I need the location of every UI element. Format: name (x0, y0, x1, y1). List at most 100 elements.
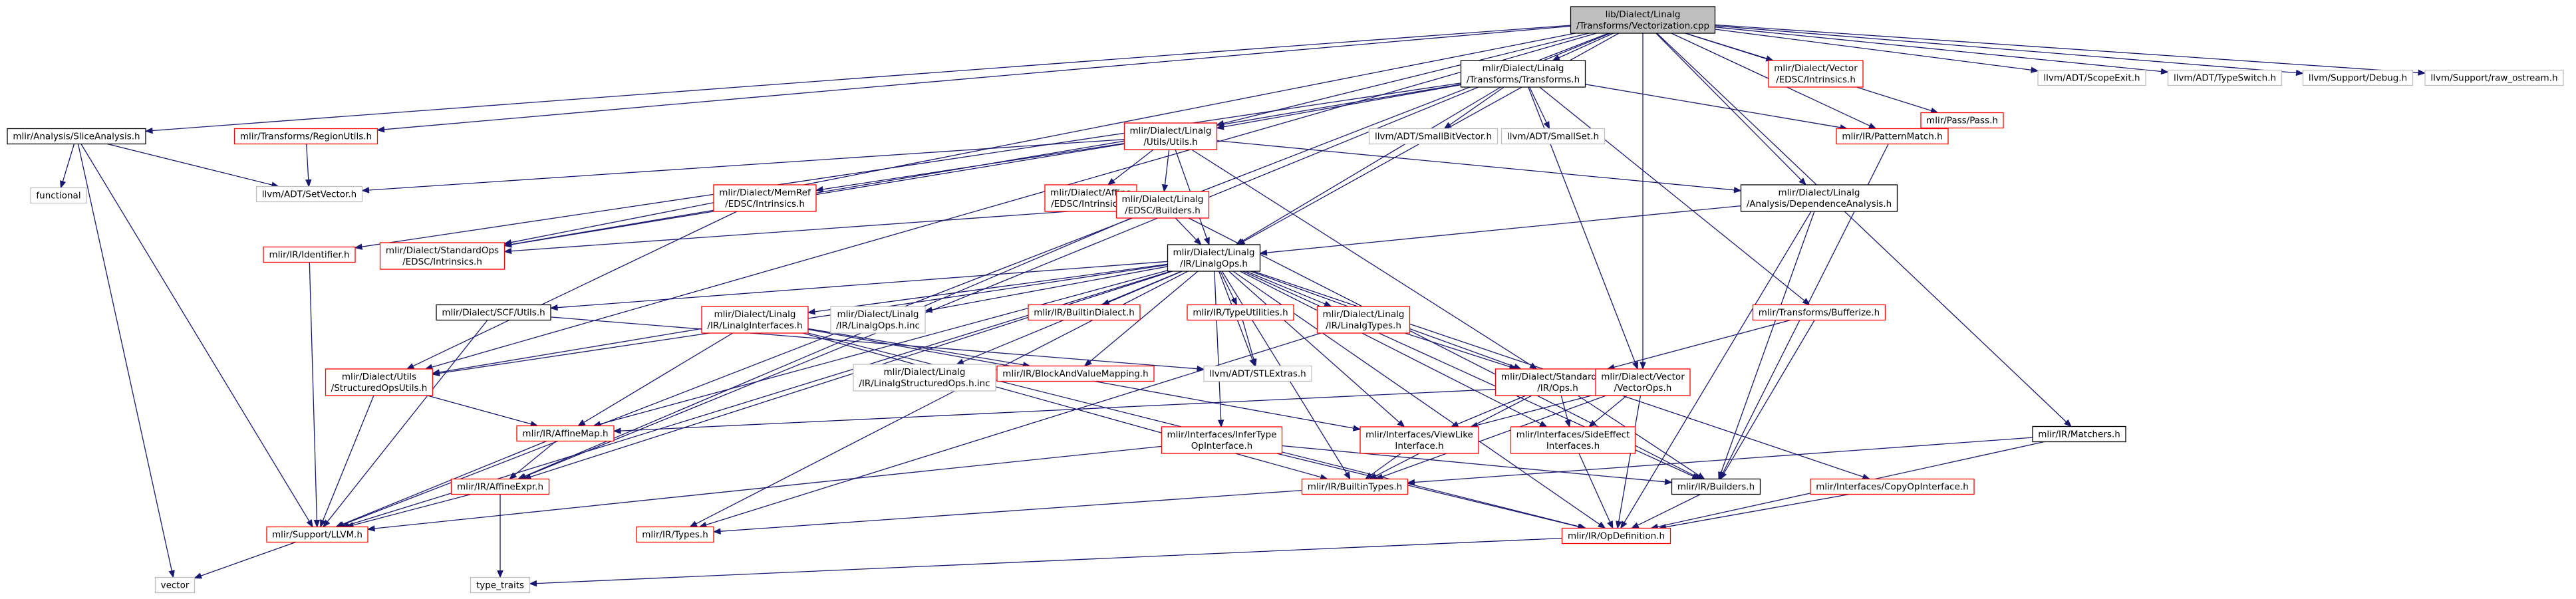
node-vecedsc[interactable]: mlir/Dialect/Vector/EDSC/Intrinsics.h (1768, 60, 1864, 88)
arrowhead (354, 243, 363, 250)
node-box (1740, 184, 1898, 212)
node-irtypes[interactable]: mlir/IR/Types.h (636, 526, 714, 543)
arrowhead (807, 308, 815, 315)
node-opdefinition[interactable]: mlir/IR/OpDefinition.h (1561, 527, 1671, 544)
node-label: /EDSC/Intrinsics.h (725, 199, 805, 209)
node-stdedsc[interactable]: mlir/Dialect/StandardOps/EDSC/Intrinsics… (379, 242, 505, 270)
node-bufferize[interactable]: mlir/Transforms/Bufferize.h (1752, 304, 1886, 321)
node-box (1460, 60, 1586, 88)
node-vectorops[interactable]: mlir/Dialect/Vector/VectorOps.h (1595, 368, 1691, 396)
node-builtintypes[interactable]: mlir/IR/BuiltinTypes.h (1301, 478, 1409, 495)
arrowhead (313, 519, 321, 528)
node-llvmsupport[interactable]: mlir/Support/LLVM.h (266, 526, 368, 543)
node-affinemap[interactable]: mlir/IR/AffineMap.h (516, 425, 615, 442)
node-identifier[interactable]: mlir/IR/Identifier.h (263, 246, 356, 263)
node-box (470, 576, 531, 594)
arrowhead (406, 363, 415, 370)
edge-linalgops-to-scfutils (549, 261, 1168, 311)
node-structuredopsutils[interactable]: mlir/Dialect/Utils/StructuredOpsUtils.h (325, 368, 434, 396)
edge-depanalysis-to-linalgops (1259, 205, 1741, 256)
node-linalgtypes[interactable]: mlir/Dialect/Linalg/IR/LinalgTypes.h (1316, 306, 1411, 334)
node-utils[interactable]: mlir/Dialect/Linalg/Utils/Utils.h (1123, 122, 1218, 150)
node-regionutils[interactable]: mlir/Transforms/RegionUtils.h (233, 128, 378, 145)
node-patternmatch[interactable]: mlir/IR/PatternMatch.h (1836, 128, 1949, 145)
node-pass[interactable]: mlir/Pass/Pass.h (1920, 112, 2004, 129)
node-builtindialect[interactable]: mlir/IR/BuiltinDialect.h (1028, 304, 1141, 321)
node-box (2032, 425, 2126, 443)
edge-infertype-to-irbuilders (1282, 445, 1673, 485)
arrowhead (2031, 66, 2039, 73)
node-box (1301, 478, 1409, 495)
arrowhead (924, 306, 933, 313)
node-scfutils[interactable]: mlir/Dialect/SCF/Utils.h (436, 304, 551, 321)
edge-builders_edsc-to-affineexpr (517, 217, 1132, 480)
node-transforms[interactable]: mlir/Dialect/Linalg/Transforms/Transform… (1460, 60, 1586, 88)
node-box (701, 306, 809, 334)
arrowhead (1631, 522, 1640, 529)
edge-transforms-to-utils (1216, 84, 1461, 130)
node-label: /IR/LinalgInterfaces.h (707, 320, 802, 331)
node-label: vector (161, 580, 190, 591)
node-blockmapping[interactable]: mlir/IR/BlockAndValueMapping.h (996, 365, 1155, 382)
arrowhead (1407, 479, 1415, 486)
node-label: mlir/IR/Types.h (642, 530, 708, 540)
node-label: mlir/IR/TypeUtilities.h (1193, 308, 1288, 318)
edge-affineexpr-to-typetraits (497, 494, 503, 578)
arrowhead (305, 179, 312, 187)
node-box (1028, 304, 1141, 321)
node-typeswitch: llvm/ADT/TypeSwitch.h (2167, 69, 2283, 86)
node-memrefedsc[interactable]: mlir/Dialect/MemRef/EDSC/Intrinsics.h (713, 184, 817, 212)
arrowhead (503, 241, 512, 248)
node-label: mlir/Dialect/SCF/Utils.h (442, 308, 545, 318)
arrowhead (497, 570, 503, 578)
node-label: /Utils/Utils.h (1143, 137, 1197, 148)
edge-linalginterfaces-to-structuredopsutils (432, 328, 702, 376)
node-box (516, 425, 615, 442)
node-box (1920, 112, 2004, 129)
edge-root-to-slice (144, 25, 1571, 134)
node-label: mlir/Interfaces/SideEffect (1516, 429, 1630, 440)
arrowhead (815, 185, 824, 193)
node-matchers[interactable]: mlir/IR/Matchers.h (2032, 425, 2126, 443)
node-label: /EDSC/Intrinsics.h (1776, 74, 1856, 85)
node-label: mlir/IR/OpDefinition.h (1568, 531, 1665, 542)
node-box (1316, 306, 1411, 334)
node-root[interactable]: lib/Dialect/Linalg/Transforms/Vectorizat… (1570, 6, 1716, 34)
edge-linalginterfaces-to-affinemap (577, 332, 734, 427)
node-label: mlir/Dialect/Linalg (1122, 194, 1204, 205)
arrowhead (1868, 122, 1877, 130)
arrowhead (1364, 472, 1373, 480)
arrowhead (1083, 359, 1092, 367)
edge-utils-to-affineedsc (1107, 149, 1154, 185)
node-label: llvm/Support/raw_ostream.h (2430, 73, 2557, 84)
node-box (1510, 426, 1636, 454)
node-label: mlir/Dialect/Affine (1050, 187, 1131, 198)
node-box (325, 368, 434, 396)
node-linalgops[interactable]: mlir/Dialect/Linalg/IR/LinalgOps.h (1167, 244, 1261, 272)
node-box (1123, 122, 1218, 150)
node-label: mlir/IR/BuiltinTypes.h (1308, 482, 1402, 493)
node-stlextras: llvm/ADT/STLExtras.h (1203, 365, 1312, 382)
node-affineexpr[interactable]: mlir/IR/AffineExpr.h (450, 478, 550, 495)
node-label: mlir/IR/Matchers.h (2038, 429, 2120, 440)
node-copyop[interactable]: mlir/Interfaces/CopyOpInterface.h (1810, 478, 1975, 495)
node-slice[interactable]: mlir/Analysis/SliceAnalysis.h (7, 128, 146, 145)
arrowhead (2160, 68, 2169, 75)
node-depanalysis[interactable]: mlir/Dialect/Linalg/Analysis/DependenceA… (1740, 184, 1898, 212)
edge-transforms-to-identifier (354, 82, 1461, 250)
edge-scfutils-to-llvmsupport (323, 320, 488, 528)
node-label: mlir/Dialect/Linalg (1130, 126, 1212, 136)
edge-structuredopsutils-to-affinemap (427, 395, 539, 427)
node-typeutilities[interactable]: mlir/IR/TypeUtilities.h (1187, 304, 1294, 321)
node-irbuilders[interactable]: mlir/IR/Builders.h (1671, 478, 1761, 495)
edge-vectorops-to-opdefinition (1616, 395, 1642, 529)
node-builders_edsc[interactable]: mlir/Dialect/Linalg/EDSC/Builders.h (1115, 191, 1210, 219)
edge-transforms-to-smallset (1529, 86, 1550, 130)
arrowhead (1616, 521, 1622, 529)
node-linalginterfaces[interactable]: mlir/Dialect/Linalg/IR/LinalgInterfaces.… (701, 306, 809, 334)
node-label: mlir/Dialect/Linalg (1483, 63, 1564, 74)
node-typetraits: type_traits (470, 576, 531, 594)
